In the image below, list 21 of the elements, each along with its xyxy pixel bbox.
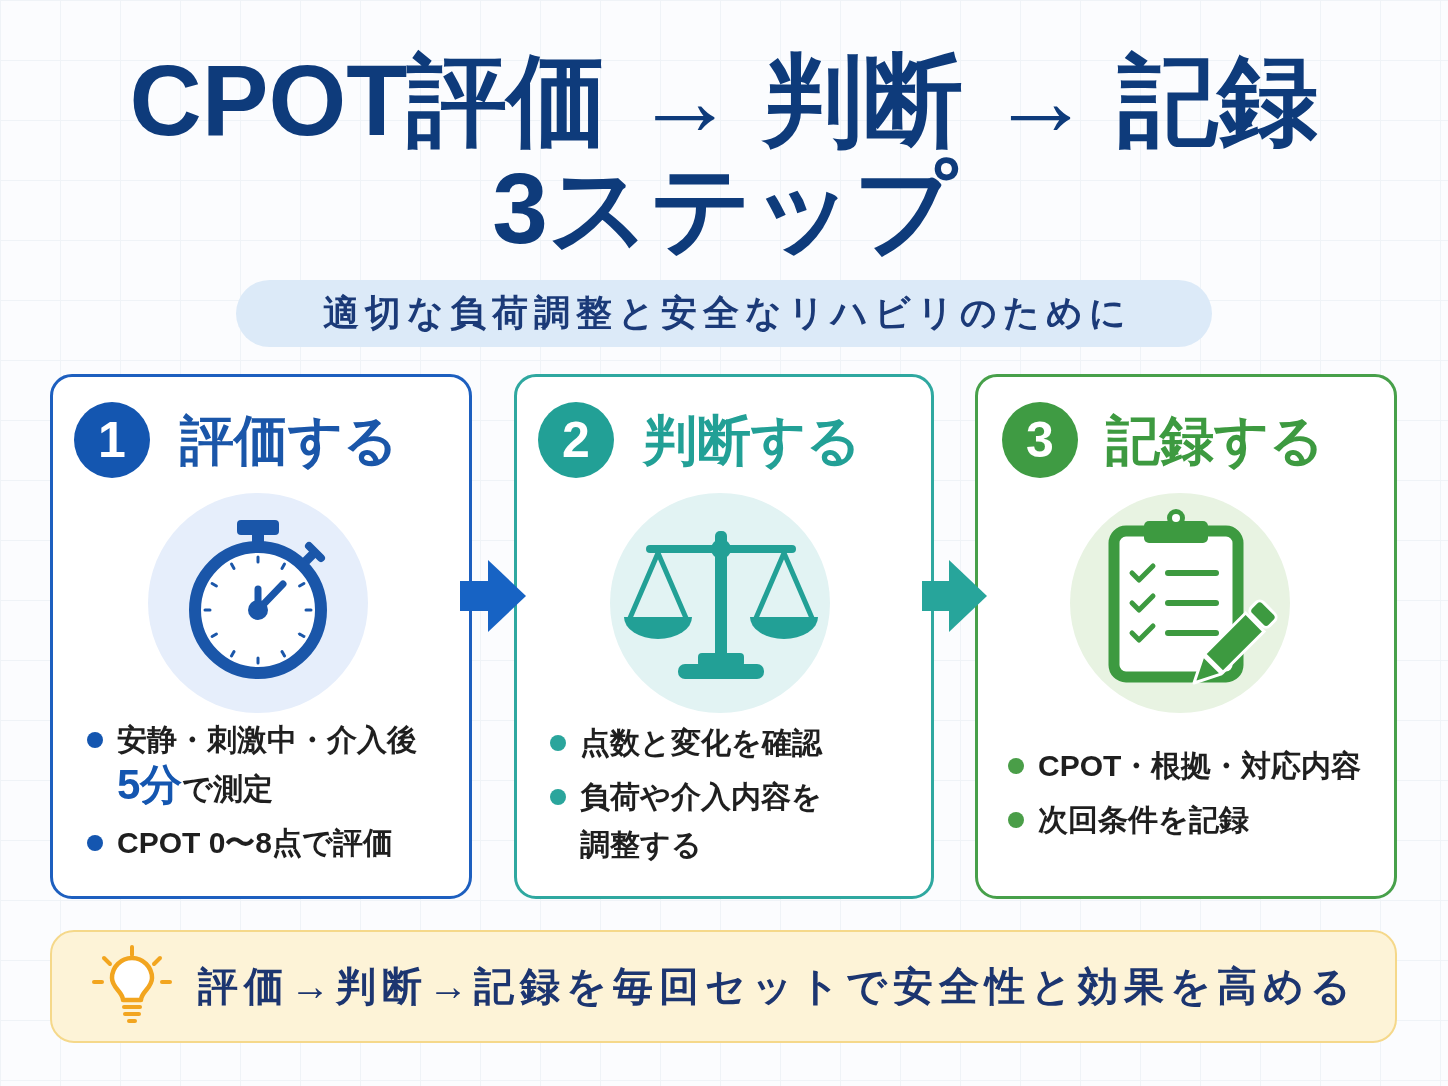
number-badge: 1 bbox=[74, 402, 150, 478]
bullet-text: CPOT・根拠・対応内容 bbox=[1038, 748, 1362, 784]
bullet-text: 点数と変化を確認 bbox=[580, 725, 822, 761]
note-banner bbox=[50, 930, 1397, 1043]
arrow bbox=[460, 560, 526, 632]
step-heading: 判断する bbox=[643, 409, 861, 472]
step-heading: 記録する bbox=[1106, 409, 1324, 472]
step-panel bbox=[514, 374, 934, 899]
step-panel bbox=[50, 374, 472, 899]
title: CPOT評価 → 判断 → 記録 3ステップ bbox=[129, 44, 1319, 264]
subtitle-banner: 適切な負荷調整と安全なリハビリのために bbox=[236, 280, 1212, 347]
bullet-text: CPOT 0〜8点で評価 bbox=[117, 825, 394, 861]
number-badge: 2 bbox=[538, 402, 614, 478]
number-badge: 3 bbox=[1002, 402, 1078, 478]
step-heading: 評価する bbox=[180, 409, 398, 472]
bullet-text: 安静・刺激中・介入後5分で測定 bbox=[117, 722, 418, 810]
bullet-text: 負荷や介入内容を調整する bbox=[580, 779, 823, 863]
step-panel bbox=[975, 374, 1397, 899]
note-text: 評価→判断→記録を毎回セットで安全性と効果を高める bbox=[198, 963, 1357, 1010]
arrow bbox=[922, 560, 987, 632]
bullet-text: 次回条件を記録 bbox=[1038, 802, 1249, 838]
